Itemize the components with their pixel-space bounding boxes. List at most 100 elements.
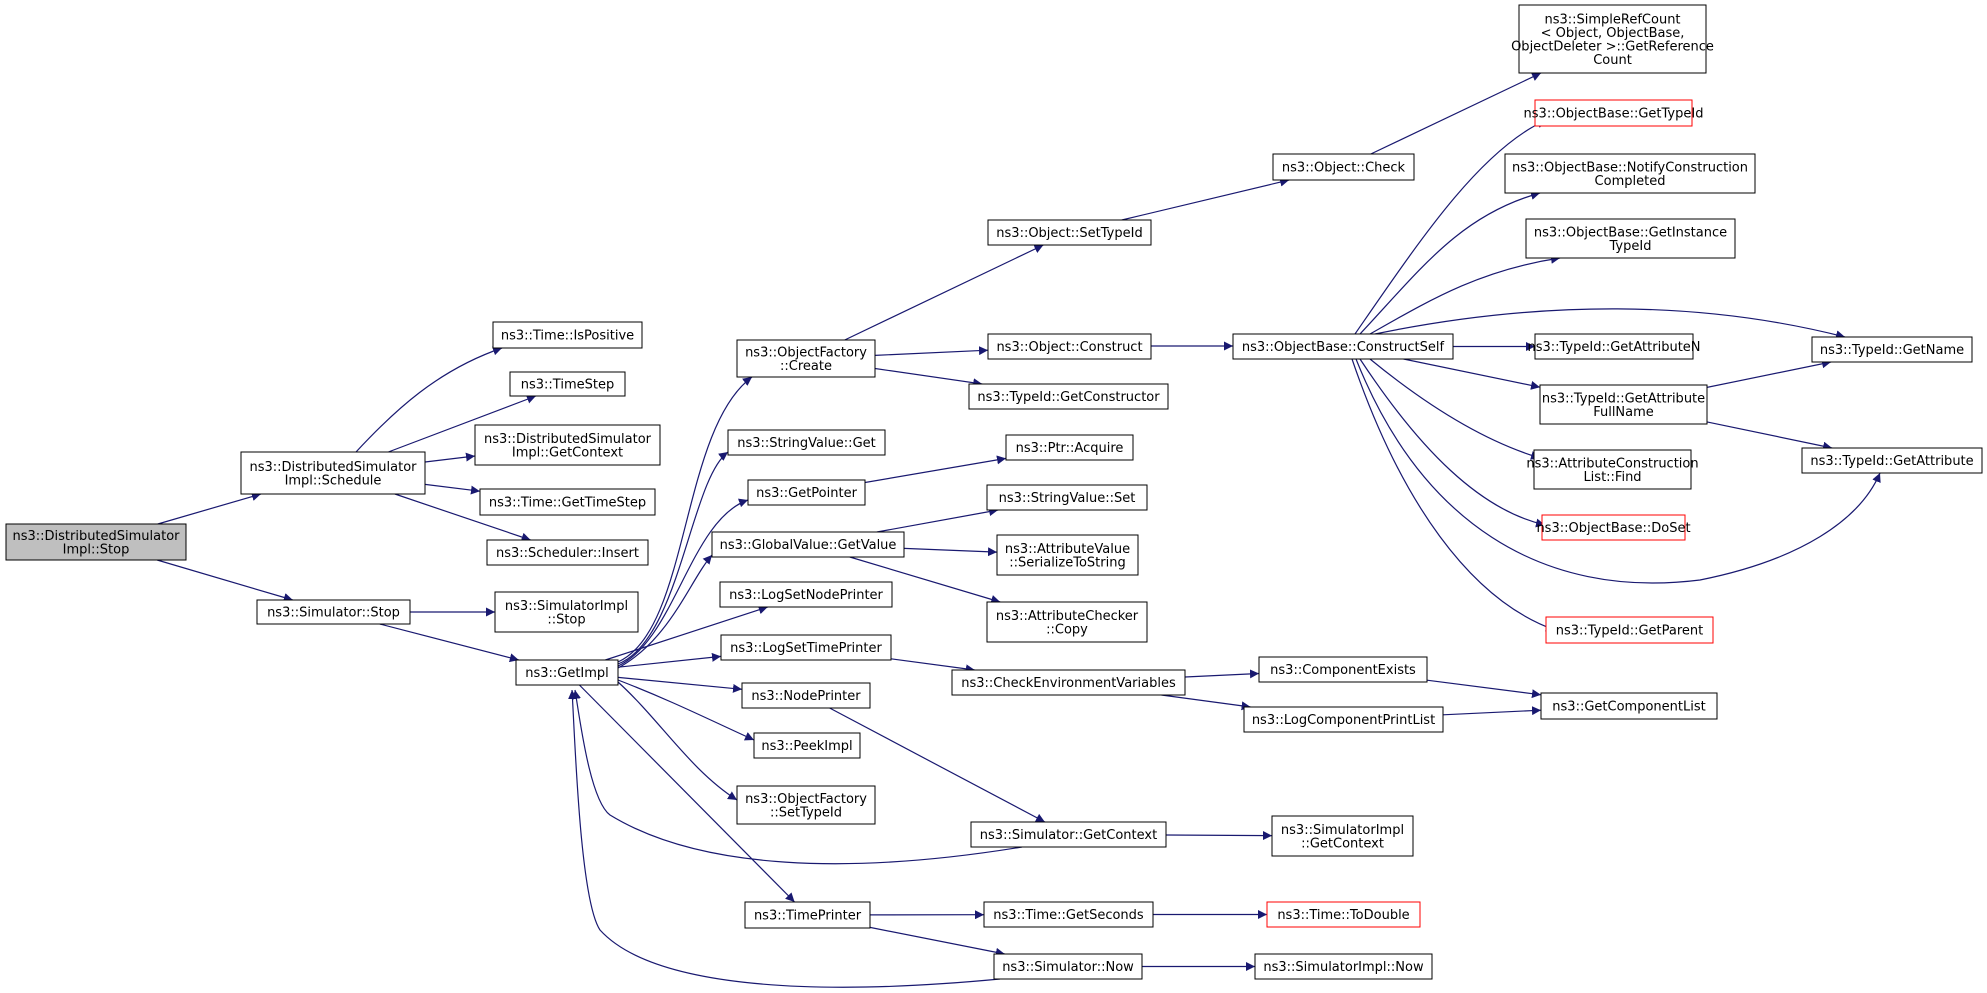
edge-globalvalue_getvalue-to-attrvalue_serialize <box>903 547 998 557</box>
node-label: ns3::TypeId::GetParent <box>1556 624 1704 639</box>
node-simplerefcount[interactable]: ns3::SimpleRefCount< Object, ObjectBase,… <box>1511 4 1714 74</box>
node-label: ns3::Ptr::Acquire <box>1016 441 1124 456</box>
node-label: ns3::GlobalValue::GetValue <box>720 538 897 553</box>
node-attrchecker-copy[interactable]: ns3::AttributeChecker::Copy <box>986 601 1148 643</box>
node-box <box>1534 333 1694 360</box>
node-label: ns3::ObjectBase::NotifyConstruction <box>1512 160 1748 175</box>
node-logcomponentprintlist[interactable]: ns3::LogComponentPrintList <box>1243 706 1444 733</box>
node-getimpl[interactable]: ns3::GetImpl <box>515 659 619 686</box>
edge-dsi_schedule-to-time_ispositive <box>355 346 503 453</box>
node-label: ns3::AttributeConstruction <box>1526 456 1698 471</box>
node-label: ns3::SimpleRefCount <box>1544 12 1680 27</box>
node-typeid-getparent[interactable]: ns3::TypeId::GetParent <box>1545 616 1714 644</box>
node-box <box>1271 815 1414 857</box>
node-box <box>479 488 656 516</box>
edge-dsi_stop-to-sim_stop <box>156 559 293 602</box>
node-dsi-getcontext[interactable]: ns3::DistributedSimulatorImpl::GetContex… <box>474 424 661 466</box>
node-label: ns3::SimulatorImpl <box>505 599 628 614</box>
edge-objectbase_constructself-to-objectbase_doset <box>1359 358 1546 528</box>
node-nodeprinter[interactable]: ns3::NodePrinter <box>741 682 871 709</box>
node-of-create[interactable]: ns3::ObjectFactory::Create <box>736 339 876 378</box>
edge-of_create-to-object_settypeid <box>844 244 1044 341</box>
node-box <box>1266 901 1421 928</box>
node-box <box>1525 218 1736 259</box>
edge-objectbase_constructself-to-typeid_getname <box>1374 308 1846 340</box>
node-simimpl-now[interactable]: ns3::SimulatorImpl::Now <box>1254 953 1433 980</box>
edge-getimpl-to-peekimpl <box>617 679 755 741</box>
node-object-settypeid[interactable]: ns3::Object::SetTypeId <box>987 219 1152 246</box>
node-simimpl-getcontext[interactable]: ns3::SimulatorImpl::GetContext <box>1271 815 1414 857</box>
node-label: ns3::AttributeValue <box>1005 542 1130 557</box>
node-box <box>720 634 892 661</box>
node-objectbase-doset[interactable]: ns3::ObjectBase::DoSet <box>1536 514 1691 541</box>
node-object-construct[interactable]: ns3::Object::Construct <box>987 333 1152 360</box>
node-label: ns3::ObjectFactory <box>745 792 867 807</box>
node-globalvalue-getvalue[interactable]: ns3::GlobalValue::GetValue <box>711 531 905 558</box>
edge-object_settypeid-to-object_check <box>1121 177 1290 221</box>
node-typeid-getattributen[interactable]: ns3::TypeId::GetAttributeN <box>1527 333 1701 360</box>
edge-sim_now-to-getimpl <box>568 689 1001 988</box>
node-label: ::GetContext <box>1301 836 1384 851</box>
node-label: ns3::Object::Construct <box>996 340 1142 355</box>
node-logsetnodeprinter[interactable]: ns3::LogSetNodePrinter <box>719 581 893 608</box>
node-label: List::Find <box>1583 470 1641 485</box>
node-label: ::Copy <box>1046 622 1088 637</box>
node-box <box>1504 153 1756 194</box>
node-label: < Object, ObjectBase, <box>1541 26 1685 41</box>
node-objectbase-constructself[interactable]: ns3::ObjectBase::ConstructSelf <box>1232 333 1454 360</box>
edge-getimpl-to-nodeprinter <box>617 676 743 693</box>
node-timestep[interactable]: ns3::TimeStep <box>509 371 626 397</box>
node-label: ns3::ObjectBase::DoSet <box>1536 521 1690 536</box>
node-label: Impl::Schedule <box>285 473 382 488</box>
node-scheduler-insert[interactable]: ns3::Scheduler::Insert <box>486 539 649 566</box>
node-time-todouble[interactable]: ns3::Time::ToDouble <box>1266 901 1421 928</box>
node-box <box>1243 706 1444 733</box>
node-getpointer[interactable]: ns3::GetPointer <box>747 479 866 506</box>
node-box <box>744 901 871 929</box>
edge-typeid_getattributefullname-to-typeid_getname <box>1706 359 1832 388</box>
node-time-gettimestep[interactable]: ns3::Time::GetTimeStep <box>479 488 656 516</box>
node-box <box>1533 449 1692 490</box>
node-label: ::Stop <box>547 612 585 627</box>
node-getcomponentlist[interactable]: ns3::GetComponentList <box>1540 692 1718 720</box>
node-attrvalue-serialize[interactable]: ns3::AttributeValue::SerializeToString <box>996 534 1139 576</box>
node-box <box>474 424 661 466</box>
node-box <box>1005 434 1134 461</box>
node-typeid-getname[interactable]: ns3::TypeId::GetName <box>1811 336 1973 363</box>
node-componentexists[interactable]: ns3::ComponentExists <box>1258 656 1428 683</box>
node-objectbase-gettypeid[interactable]: ns3::ObjectBase::GetTypeId <box>1524 99 1704 127</box>
node-box <box>1254 953 1433 980</box>
node-label: ns3::TimePrinter <box>754 909 862 924</box>
node-timeprinter[interactable]: ns3::TimePrinter <box>744 901 871 929</box>
edge-objectbase_constructself-to-objectbase_gettypeid <box>1354 119 1547 335</box>
node-time-ispositive[interactable]: ns3::Time::IsPositive <box>492 321 643 349</box>
node-checkenv[interactable]: ns3::CheckEnvironmentVariables <box>951 669 1186 696</box>
node-stringvalue-set[interactable]: ns3::StringValue::Set <box>986 484 1148 511</box>
node-logsettimeprinter[interactable]: ns3::LogSetTimePrinter <box>720 634 892 661</box>
node-label: TypeId <box>1609 239 1652 254</box>
edge-getimpl-to-of_settypeid <box>617 681 738 801</box>
node-sim-getcontext[interactable]: ns3::Simulator::GetContext <box>970 821 1167 848</box>
node-ptr-acquire[interactable]: ns3::Ptr::Acquire <box>1005 434 1134 461</box>
edge-getimpl-to-timeprinter <box>578 684 796 903</box>
edge-dsi_schedule-to-dsi_getcontext <box>424 452 476 463</box>
node-time-getseconds[interactable]: ns3::Time::GetSeconds <box>983 901 1154 928</box>
node-typeid-getattribute[interactable]: ns3::TypeId::GetAttribute <box>1801 447 1983 474</box>
node-sim-now[interactable]: ns3::Simulator::Now <box>993 953 1143 980</box>
node-of-settypeid[interactable]: ns3::ObjectFactory::SetTypeId <box>736 785 876 825</box>
node-box <box>1539 384 1708 425</box>
node-sim-stop[interactable]: ns3::Simulator::Stop <box>256 599 411 625</box>
node-object-check[interactable]: ns3::Object::Check <box>1272 153 1415 181</box>
node-typeid-getconstructor[interactable]: ns3::TypeId::GetConstructor <box>968 383 1169 410</box>
node-objectbase-notify[interactable]: ns3::ObjectBase::NotifyConstructionCompl… <box>1504 153 1756 194</box>
node-stringvalue-get[interactable]: ns3::StringValue::Get <box>727 429 886 456</box>
node-box <box>256 599 411 625</box>
node-label: ns3::LogSetTimePrinter <box>730 641 882 656</box>
node-peekimpl[interactable]: ns3::PeekImpl <box>753 732 861 759</box>
edge-dsi_schedule-to-timestep <box>388 394 537 453</box>
node-simimpl-stop[interactable]: ns3::SimulatorImpl::Stop <box>494 591 639 633</box>
